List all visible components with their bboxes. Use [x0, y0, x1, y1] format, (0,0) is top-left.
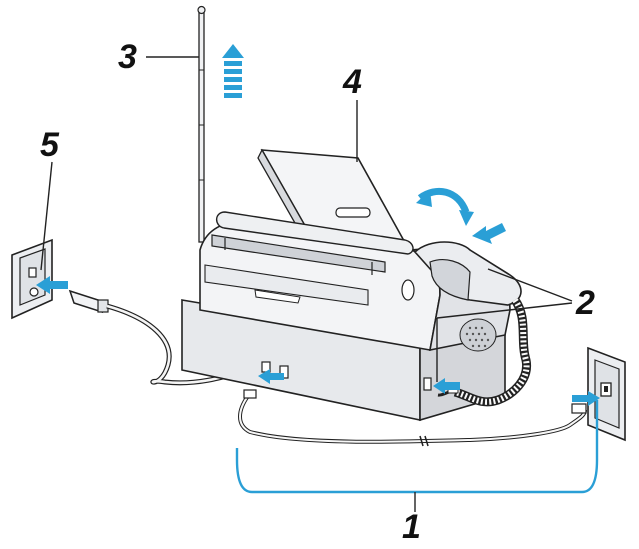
telephone-line-cord: [238, 389, 587, 447]
fold-arrow: [416, 187, 474, 226]
insert-arrow: [472, 223, 506, 244]
antenna: [197, 5, 206, 243]
line-in-arrow: [258, 369, 284, 384]
fax-machine: [181, 211, 511, 422]
leader-2b: [436, 302, 573, 319]
wall-jack-arrow: [572, 391, 600, 406]
callout-1: 1: [402, 508, 421, 546]
leader-2a: [487, 268, 573, 302]
callout-5: 5: [40, 126, 59, 164]
callout-3: 3: [118, 38, 137, 76]
plug-in-arrow: [36, 276, 68, 294]
leader-5: [40, 161, 53, 271]
callout-2: 2: [576, 284, 595, 322]
callout-4: 4: [343, 63, 362, 101]
power-cord: [68, 289, 256, 386]
extend-arrow: [222, 44, 244, 98]
phone-wall-jack: [587, 346, 626, 442]
handset: [413, 241, 522, 306]
handset-jack-arrow: [433, 378, 460, 394]
bracket-1: [235, 400, 599, 494]
